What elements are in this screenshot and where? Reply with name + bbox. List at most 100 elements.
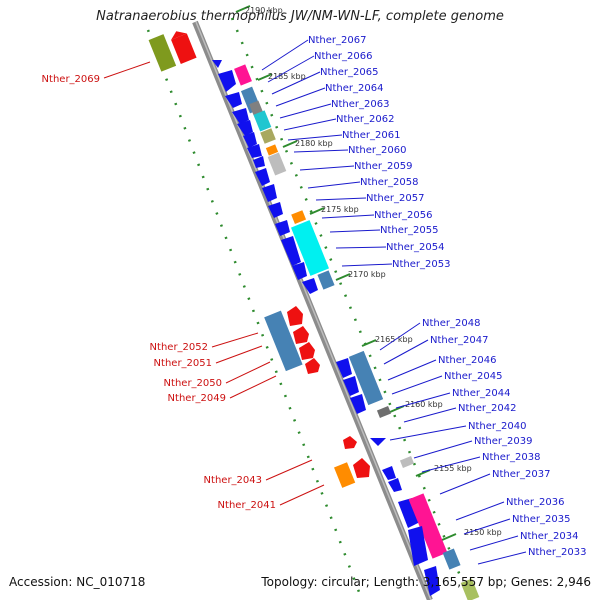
gene-arrow-blue[interactable]: [336, 358, 352, 378]
gene-label[interactable]: Nther_2043: [204, 475, 262, 486]
accession-text: Accession: NC_010718: [9, 575, 146, 589]
ruler-tick: 2185 kbp: [257, 72, 306, 81]
gene-label[interactable]: Nther_2038: [482, 452, 540, 463]
gene-label[interactable]: Nther_2042: [458, 403, 516, 414]
gene-label[interactable]: Nther_2053: [392, 259, 450, 270]
gene-block-steelblue[interactable]: [442, 548, 461, 570]
gene-label[interactable]: Nther_2035: [512, 514, 570, 525]
gene-label[interactable]: Nther_2060: [348, 145, 406, 156]
gene-arrow-blue[interactable]: [247, 144, 262, 158]
gene-label[interactable]: Nther_2062: [336, 114, 394, 125]
gene-arrow-blue[interactable]: [281, 236, 301, 266]
gene-label[interactable]: Nther_2052: [150, 342, 208, 353]
gene-block-orange[interactable]: [291, 210, 307, 224]
ruler-tick: 2170 kbp: [335, 270, 386, 281]
gene-block-cyan-large[interactable]: [290, 220, 330, 276]
gene-label[interactable]: Nther_2039: [474, 436, 532, 447]
gene-arrow-blue[interactable]: [212, 60, 222, 68]
gene-label[interactable]: Nther_2037: [492, 469, 550, 480]
gene-arrow-red-small[interactable]: [343, 436, 357, 449]
map-title: Natranaerobius thermophilus JW/NM-WN-LF,…: [96, 9, 504, 24]
gene-label[interactable]: Nther_2065: [320, 67, 378, 78]
gene-label[interactable]: Nther_2048: [422, 318, 480, 329]
svg-text:2180 kbp: 2180 kbp: [295, 139, 333, 148]
gene-label[interactable]: Nther_2051: [154, 358, 212, 369]
gene-block-olive[interactable]: [148, 34, 177, 72]
gene-block-pink[interactable]: [234, 64, 252, 86]
gene-block-orange[interactable]: [334, 462, 356, 488]
gene-block-steelblue[interactable]: [264, 310, 303, 372]
gene-label[interactable]: Nther_2050: [164, 378, 222, 389]
ruler-tick: 2165 kbp: [361, 335, 413, 347]
gene-label[interactable]: Nther_2061: [342, 130, 400, 141]
gene-arrow-red[interactable]: [353, 458, 370, 478]
gene-labels: Nther_2069 Nther_2067 Nther_2066 Nther_2…: [42, 35, 587, 558]
gene-label[interactable]: Nther_2040: [468, 421, 526, 432]
ruler-tick: 2160 kbp: [389, 400, 443, 413]
gene-block-steelblue[interactable]: [317, 270, 335, 290]
gene-block-silver[interactable]: [399, 456, 415, 468]
gene-arrow-blue[interactable]: [343, 376, 359, 396]
gene-block-steelblue-tall[interactable]: [348, 350, 384, 406]
gene-label[interactable]: Nther_2054: [386, 242, 444, 253]
gene-arrow-blue[interactable]: [275, 220, 290, 236]
ruler-ticks: 2190 kbp 2185 kbp 2180 kbp 2175 kbp 2170…: [235, 5, 502, 541]
svg-text:2170 kbp: 2170 kbp: [348, 270, 386, 279]
gene-label[interactable]: Nther_2045: [444, 371, 502, 382]
gene-label[interactable]: Nther_2034: [520, 531, 578, 542]
gene-label[interactable]: Nther_2041: [218, 500, 276, 511]
ruler-tick: 2150 kbp: [441, 528, 502, 541]
gene-arrow-blue[interactable]: [382, 466, 396, 480]
gene-label[interactable]: Nther_2066: [314, 51, 372, 62]
gene-label[interactable]: Nther_2055: [380, 225, 438, 236]
gene-arrow-blue[interactable]: [350, 394, 366, 414]
gene-block-gray[interactable]: [249, 100, 263, 116]
gene-features-right: [212, 60, 480, 600]
gene-arrow-blue[interactable]: [253, 156, 265, 168]
gene-features-left: [148, 28, 370, 488]
gene-label[interactable]: Nther_2036: [506, 497, 564, 508]
svg-text:2150 kbp: 2150 kbp: [464, 528, 502, 537]
gene-label[interactable]: Nther_2064: [325, 83, 383, 94]
gene-label[interactable]: Nther_2046: [438, 355, 496, 366]
gene-block-orange[interactable]: [265, 144, 279, 156]
gene-arrow-blue[interactable]: [237, 120, 253, 136]
gene-label[interactable]: Nther_2067: [308, 35, 366, 46]
gene-label[interactable]: Nther_2044: [452, 388, 510, 399]
gene-label[interactable]: Nther_2063: [331, 99, 389, 110]
gene-label[interactable]: Nther_2033: [528, 547, 586, 558]
gene-arrow-red[interactable]: [169, 28, 187, 40]
gene-label[interactable]: Nther_2059: [354, 161, 412, 172]
gene-arrow-blue[interactable]: [388, 478, 402, 492]
gene-arrow-blue[interactable]: [408, 526, 428, 566]
gene-label[interactable]: Nther_2047: [430, 335, 488, 346]
svg-text:2185 kbp: 2185 kbp: [268, 72, 306, 81]
gene-label[interactable]: Nther_2049: [168, 393, 226, 404]
gene-block-cyan[interactable]: [253, 110, 272, 132]
gene-arrow-blue[interactable]: [225, 92, 242, 108]
gene-arrow-blue[interactable]: [243, 132, 257, 148]
gene-label[interactable]: Nther_2058: [360, 177, 418, 188]
gene-arrow-blue[interactable]: [370, 438, 386, 446]
gene-arrow-blue[interactable]: [218, 70, 236, 92]
gene-block-pink-tall[interactable]: [408, 493, 448, 559]
gene-arrow-blue[interactable]: [255, 168, 270, 186]
gene-arrow-cluster-red[interactable]: [287, 306, 320, 374]
gene-block-red[interactable]: [171, 33, 197, 64]
gene-block-olive-light[interactable]: [460, 578, 480, 600]
gene-arrow-blue[interactable]: [302, 278, 318, 294]
gene-label[interactable]: Nther_2057: [366, 193, 424, 204]
gene-arrow-blue[interactable]: [232, 108, 249, 124]
ruler-tick: 2155 kbp: [415, 464, 472, 477]
gene-block-gray[interactable]: [376, 406, 392, 418]
gene-arrow-blue[interactable]: [262, 184, 277, 202]
gene-label[interactable]: Nther_2069: [42, 74, 100, 85]
gene-block-olive-light[interactable]: [260, 128, 276, 144]
gene-label[interactable]: Nther_2056: [374, 210, 432, 221]
gene-arrow-blue[interactable]: [424, 566, 440, 596]
gene-block-silver[interactable]: [267, 152, 287, 176]
gene-arrow-blue[interactable]: [292, 262, 307, 280]
gene-arrow-blue[interactable]: [268, 202, 283, 218]
